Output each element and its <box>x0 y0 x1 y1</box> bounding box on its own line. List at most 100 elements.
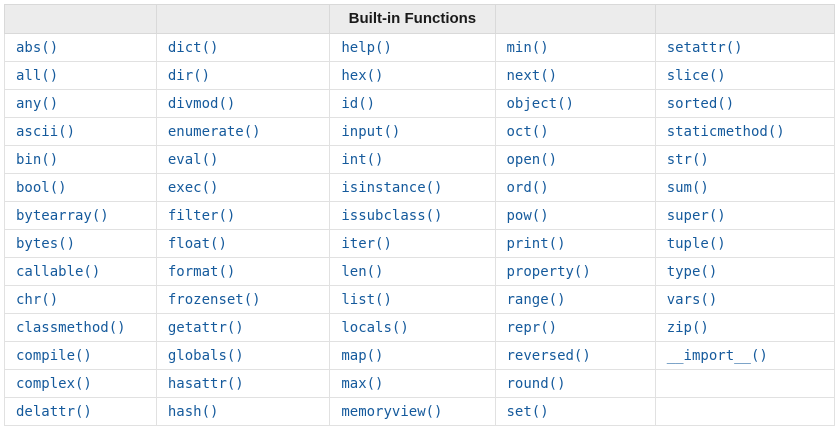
function-link[interactable]: bytearray() <box>16 208 109 224</box>
function-link[interactable]: list() <box>341 292 392 308</box>
function-link[interactable]: delattr() <box>16 404 92 420</box>
function-link[interactable]: reversed() <box>506 348 591 364</box>
function-cell: callable() <box>4 257 157 286</box>
function-link[interactable]: exec() <box>167 180 219 196</box>
function-cell: type() <box>654 257 836 286</box>
header-cell-empty <box>155 4 331 34</box>
function-link[interactable]: ord() <box>506 180 549 196</box>
header-cell-empty <box>654 4 836 34</box>
function-link[interactable]: __import__() <box>666 348 768 364</box>
function-link[interactable]: vars() <box>666 292 718 308</box>
table-row: bool() exec() isinstance() ord() sum() <box>4 173 836 202</box>
table-row: any() divmod() id() object() sorted() <box>4 89 836 118</box>
function-link[interactable]: staticmethod() <box>666 124 785 140</box>
function-cell: object() <box>494 89 656 118</box>
function-link[interactable]: frozenset() <box>167 292 261 308</box>
function-link[interactable]: next() <box>506 68 558 84</box>
function-link[interactable]: globals() <box>167 348 244 364</box>
function-link[interactable]: type() <box>666 264 718 280</box>
function-cell: globals() <box>155 341 331 370</box>
function-link[interactable]: min() <box>506 40 549 56</box>
function-link[interactable]: callable() <box>16 264 101 280</box>
table-row: complex() hasattr() max() round() <box>4 369 836 398</box>
function-link[interactable]: compile() <box>16 348 92 364</box>
table-row: ascii() enumerate() input() oct() staticmeth… <box>4 117 836 146</box>
function-cell: open() <box>494 145 656 174</box>
function-link[interactable]: ascii() <box>16 124 76 140</box>
function-cell: set() <box>494 397 656 426</box>
function-cell: map() <box>329 341 496 370</box>
function-link[interactable]: slice() <box>666 68 726 84</box>
function-link[interactable]: bin() <box>16 152 59 168</box>
function-link[interactable]: range() <box>506 292 566 308</box>
table-row: delattr() hash() memoryview() set() <box>4 397 836 426</box>
function-cell: eval() <box>155 145 331 174</box>
function-cell: compile() <box>4 341 157 370</box>
function-link[interactable]: hex() <box>341 68 384 84</box>
function-link[interactable]: bool() <box>16 180 67 196</box>
function-cell: tuple() <box>654 229 836 258</box>
function-link[interactable]: sum() <box>666 180 709 196</box>
function-link[interactable]: str() <box>666 152 709 168</box>
function-link[interactable]: tuple() <box>666 236 726 252</box>
function-link[interactable]: dict() <box>167 40 219 56</box>
function-link[interactable]: help() <box>341 40 392 56</box>
function-link[interactable]: object() <box>506 96 574 112</box>
function-link[interactable]: classmethod() <box>16 320 126 336</box>
function-cell: __import__() <box>654 341 836 370</box>
function-cell: super() <box>654 201 836 230</box>
function-link[interactable]: bytes() <box>16 236 76 252</box>
function-link[interactable]: hasattr() <box>167 376 244 392</box>
function-link[interactable]: map() <box>341 348 384 364</box>
function-cell: enumerate() <box>155 117 331 146</box>
function-link[interactable]: dir() <box>167 68 211 84</box>
function-link[interactable]: len() <box>341 264 384 280</box>
function-link[interactable]: abs() <box>16 40 59 56</box>
function-link[interactable]: pow() <box>506 208 549 224</box>
function-link[interactable]: isinstance() <box>341 180 443 196</box>
function-link[interactable]: format() <box>167 264 236 280</box>
function-link[interactable]: round() <box>506 376 566 392</box>
function-cell: frozenset() <box>155 285 331 314</box>
function-cell: hash() <box>155 397 331 426</box>
function-link[interactable]: locals() <box>341 320 409 336</box>
function-link[interactable]: zip() <box>666 320 709 336</box>
function-link[interactable]: sorted() <box>666 96 735 112</box>
function-cell: filter() <box>155 201 331 230</box>
function-cell: str() <box>654 145 836 174</box>
function-link[interactable]: oct() <box>506 124 549 140</box>
function-link[interactable]: setattr() <box>666 40 743 56</box>
function-link[interactable]: repr() <box>506 320 558 336</box>
header-cell-empty <box>4 4 157 34</box>
function-link[interactable]: property() <box>506 264 591 280</box>
function-link[interactable]: open() <box>506 152 558 168</box>
function-link[interactable]: id() <box>341 96 376 112</box>
function-link[interactable]: eval() <box>167 152 219 168</box>
function-link[interactable]: divmod() <box>167 96 236 112</box>
function-link[interactable]: any() <box>16 96 59 112</box>
function-link[interactable]: int() <box>341 152 384 168</box>
function-link[interactable]: super() <box>666 208 726 224</box>
function-link[interactable]: memoryview() <box>341 404 443 420</box>
table-row: abs() dict() help() min() setattr() <box>4 33 836 62</box>
function-link[interactable]: getattr() <box>167 320 244 336</box>
function-link[interactable]: filter() <box>167 208 236 224</box>
function-link[interactable]: issubclass() <box>341 208 443 224</box>
function-link[interactable]: float() <box>167 236 227 252</box>
function-link[interactable]: enumerate() <box>167 124 261 140</box>
table-row: classmethod() getattr() locals() repr() zip(… <box>4 313 836 342</box>
function-link[interactable]: input() <box>341 124 401 140</box>
function-link[interactable]: set() <box>506 404 549 420</box>
function-cell: iter() <box>329 229 496 258</box>
function-cell: complex() <box>4 369 157 398</box>
function-link[interactable]: print() <box>506 236 566 252</box>
function-link[interactable]: iter() <box>341 236 392 252</box>
function-link[interactable]: hash() <box>167 404 219 420</box>
function-link[interactable]: max() <box>341 376 384 392</box>
function-link[interactable]: chr() <box>16 292 59 308</box>
function-link[interactable]: complex() <box>16 376 92 392</box>
function-link[interactable]: all() <box>16 68 59 84</box>
table-header-row: Built-in Functions <box>4 4 836 34</box>
function-cell: reversed() <box>494 341 656 370</box>
table-row: bytearray() filter() issubclass() pow() supe… <box>4 201 836 230</box>
